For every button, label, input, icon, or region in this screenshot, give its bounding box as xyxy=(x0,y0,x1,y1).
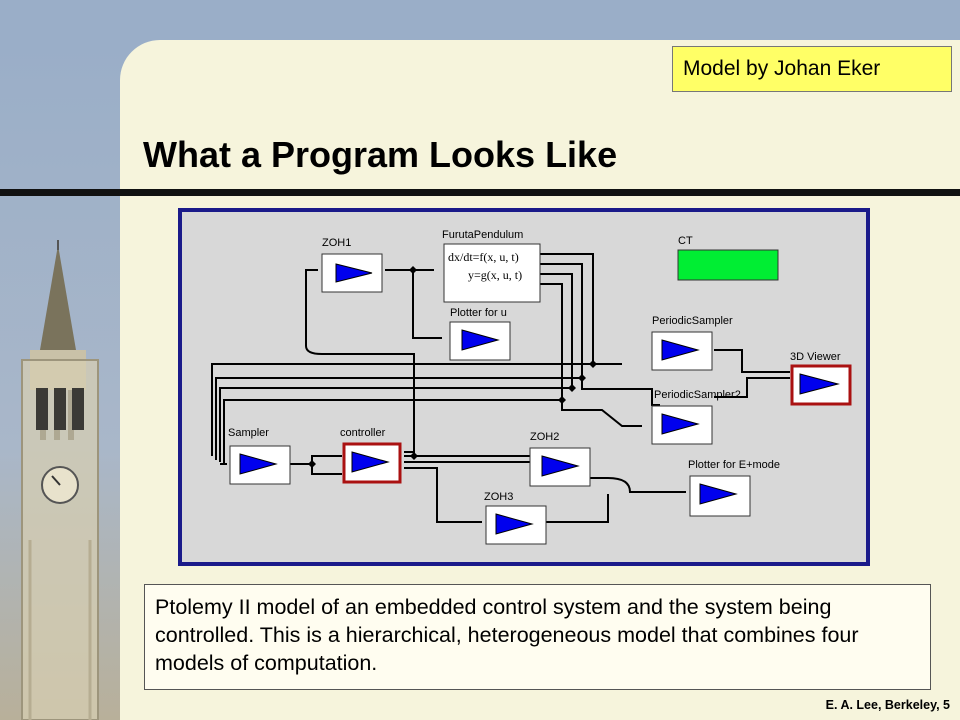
model-diagram: ZOH1 FurutaPendulum dx/dt=f(x, u, t) y=g… xyxy=(211,229,852,545)
viewer-3d-label: 3D Viewer xyxy=(790,351,841,363)
furuta-equation-state: dx/dt=f(x, u, t) xyxy=(448,250,519,264)
periodic-sampler2-actor[interactable] xyxy=(651,405,713,445)
model-credit-box: Model by Johan Eker xyxy=(672,46,952,92)
zoh2-actor[interactable] xyxy=(529,447,591,487)
slide-caption: Ptolemy II model of an embedded control … xyxy=(144,584,931,690)
furuta-equation-output: y=g(x, u, t) xyxy=(468,268,522,282)
ptolemy-model-figure: ZOH1 FurutaPendulum dx/dt=f(x, u, t) y=g… xyxy=(178,208,870,566)
zoh3-label: ZOH3 xyxy=(484,491,513,503)
sampler-label: Sampler xyxy=(228,427,269,439)
furuta-pendulum-label: FurutaPendulum xyxy=(442,229,523,241)
slide-title: What a Program Looks Like xyxy=(143,134,618,175)
furuta-pendulum-actor[interactable]: dx/dt=f(x, u, t) y=g(x, u, t) xyxy=(443,243,541,303)
plotter-e-label: Plotter for E+mode xyxy=(688,459,780,471)
plotter-u-actor[interactable] xyxy=(449,321,511,361)
ct-director-label: CT xyxy=(678,235,693,247)
periodic-sampler-actor[interactable] xyxy=(651,331,713,371)
controller-label: controller xyxy=(340,427,386,439)
title-divider xyxy=(0,189,960,196)
zoh3-actor[interactable] xyxy=(485,505,547,545)
periodic-sampler2-label: PeriodicSampler2 xyxy=(654,389,741,401)
slide-footer: E. A. Lee, Berkeley, 5 xyxy=(825,698,950,712)
controller-actor[interactable] xyxy=(342,442,402,484)
zoh1-label: ZOH1 xyxy=(322,237,351,249)
sampler-actor[interactable] xyxy=(229,445,291,485)
campanile-tower-image xyxy=(21,240,99,720)
junction-markers xyxy=(308,266,597,468)
ct-director-icon[interactable] xyxy=(677,249,779,281)
plotter-e-actor[interactable] xyxy=(689,475,751,517)
connection-wires xyxy=(211,253,790,523)
periodic-sampler-label: PeriodicSampler xyxy=(652,315,733,327)
zoh2-label: ZOH2 xyxy=(530,431,559,443)
viewer-3d-actor[interactable] xyxy=(790,364,852,406)
zoh1-actor[interactable] xyxy=(321,253,383,293)
plotter-u-label: Plotter for u xyxy=(450,307,507,319)
